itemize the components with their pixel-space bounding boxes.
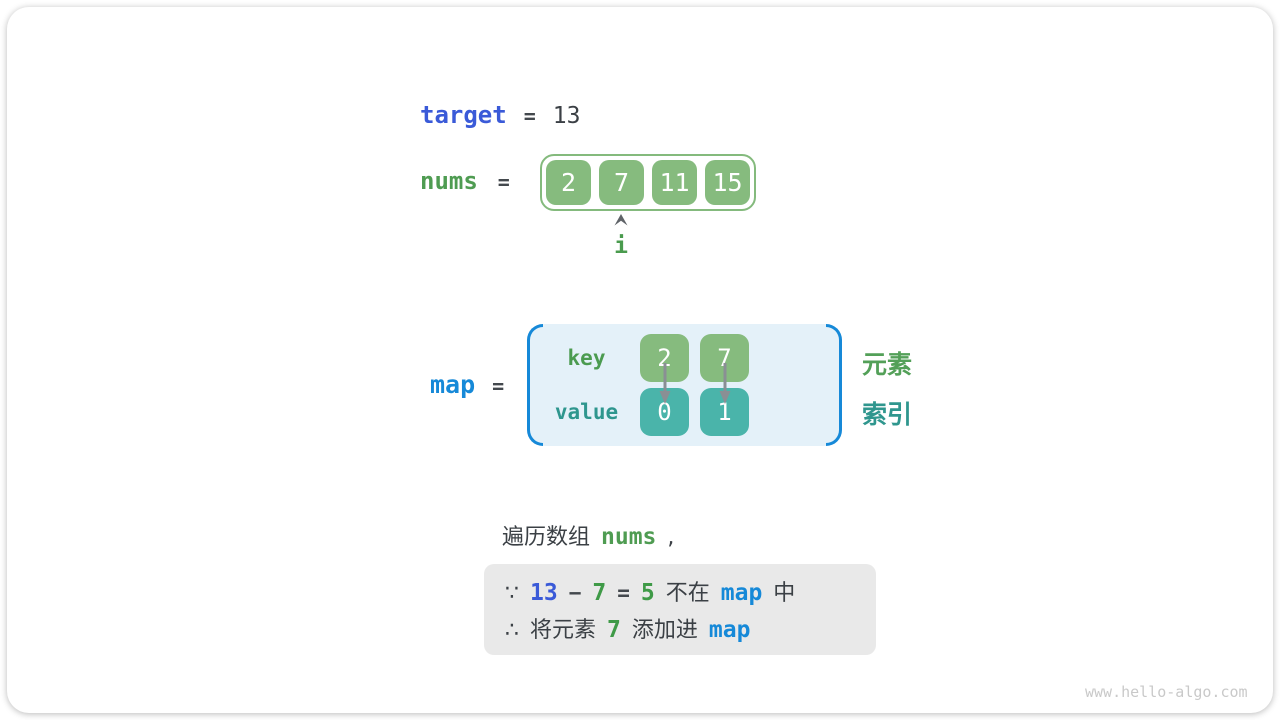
note-line-1: ∵ 13 − 7 = 5 不在 map 中 bbox=[505, 575, 876, 612]
note-text: 将元素 bbox=[530, 618, 597, 643]
target-keyword: target bbox=[420, 101, 507, 129]
therefore-symbol: ∴ bbox=[505, 618, 519, 643]
side-label-element: 元素 bbox=[862, 350, 913, 379]
array-cell: 15 bbox=[705, 160, 750, 205]
note-diff-value: 5 bbox=[640, 580, 655, 606]
caption-prefix: 遍历数组 bbox=[502, 525, 591, 550]
diagram-card: target = 13 nums = 2 7 11 15 i map = key… bbox=[7, 7, 1273, 713]
index-pointer-icon bbox=[614, 214, 628, 226]
map-grid: key 2 7 value 0 1 bbox=[544, 334, 749, 436]
equals-sign: = bbox=[617, 581, 630, 605]
note-text: 中 bbox=[773, 581, 796, 606]
note-element-value: 7 bbox=[607, 617, 621, 643]
right-bracket-icon bbox=[826, 324, 842, 446]
map-value-text: 0 bbox=[657, 398, 672, 426]
note-box: ∵ 13 − 7 = 5 不在 map 中 ∴ 将元素 7 添加进 map bbox=[484, 564, 876, 655]
because-symbol: ∵ bbox=[505, 581, 519, 606]
caption: 遍历数组 nums , bbox=[502, 519, 674, 551]
map-label: map = bbox=[430, 370, 504, 399]
caption-code: nums bbox=[601, 524, 657, 550]
nums-keyword: nums bbox=[420, 167, 478, 195]
array-cell: 2 bbox=[546, 160, 591, 205]
watermark: www.hello-algo.com bbox=[1085, 683, 1248, 701]
note-line-2: ∴ 将元素 7 添加进 map bbox=[505, 612, 876, 649]
target-line: target = 13 bbox=[420, 101, 580, 129]
equals-sign: = bbox=[492, 374, 505, 398]
map-value-cell: 0 bbox=[640, 363, 689, 436]
note-text: 不在 bbox=[665, 581, 710, 606]
map-box: key 2 7 value 0 1 bbox=[527, 324, 842, 446]
minus-sign: − bbox=[568, 581, 582, 605]
array-cell: 7 bbox=[599, 160, 644, 205]
equals-sign: = bbox=[523, 104, 536, 128]
index-pointer-label: i bbox=[614, 233, 628, 259]
note-map-keyword: map bbox=[720, 580, 763, 606]
map-value-cell: 1 bbox=[700, 363, 749, 436]
map-value-text: 1 bbox=[717, 398, 732, 426]
caption-suffix: , bbox=[667, 525, 675, 550]
left-bracket-icon bbox=[527, 324, 543, 446]
arrow-down-icon bbox=[659, 363, 670, 404]
note-map-keyword: map bbox=[708, 617, 751, 643]
nums-label: nums = bbox=[420, 167, 510, 195]
side-label-index: 索引 bbox=[862, 400, 913, 429]
equals-sign: = bbox=[497, 170, 510, 194]
target-value: 13 bbox=[552, 103, 581, 129]
arrow-down-icon bbox=[719, 363, 730, 404]
key-row-label: key bbox=[567, 346, 606, 370]
array-cell: 11 bbox=[652, 160, 697, 205]
note-element-value: 7 bbox=[592, 580, 607, 606]
nums-array: 2 7 11 15 bbox=[540, 154, 756, 211]
value-row-label: value bbox=[554, 400, 619, 424]
note-text: 添加进 bbox=[631, 618, 698, 643]
note-target-value: 13 bbox=[530, 580, 558, 606]
map-keyword: map bbox=[430, 370, 476, 399]
